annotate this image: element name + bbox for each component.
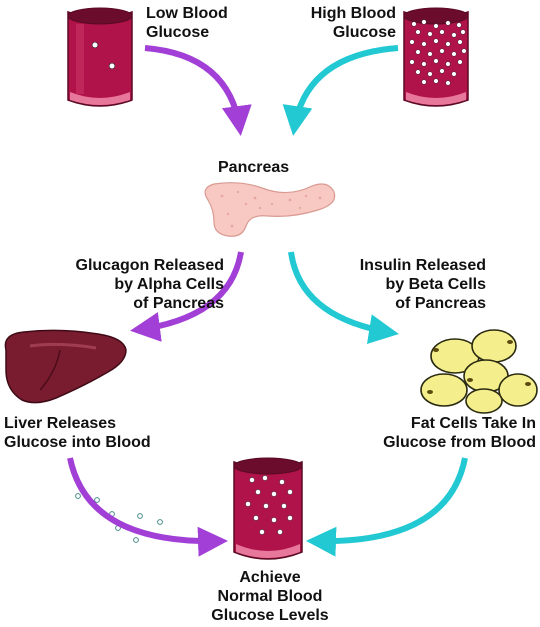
high-blood-glucose-vessel: [403, 7, 469, 107]
fat-line-1: Fat Cells Take In: [410, 415, 536, 432]
released-glucose-dots: [75, 493, 163, 543]
pancreas-label: Pancreas: [218, 158, 289, 177]
normal-line-3: Glucose Levels: [211, 607, 329, 624]
high-blood-glucose-label: High Blood Glucose: [290, 4, 396, 42]
low-blood-glucose-line-1: Low Blood: [146, 5, 228, 22]
fat-line-2: Glucose from Blood: [383, 434, 536, 451]
glucagon-line-3: of Pancreas: [133, 295, 224, 312]
liver-line-2: Glucose into Blood: [4, 434, 151, 451]
insulin-line-2: by Beta Cells: [314, 275, 487, 294]
liver-label: Liver Releases Glucose into Blood: [4, 414, 151, 452]
normal-blood-glucose-vessel: [233, 457, 303, 560]
glucagon-line-2: by Alpha Cells: [28, 275, 224, 294]
insulin-line-1: Insulin Released: [359, 257, 486, 274]
glucagon-by: by: [114, 276, 133, 293]
normal-line-1: Achieve: [239, 569, 301, 586]
arrow-fat-to-normal: [306, 457, 468, 557]
liver-organ: [4, 329, 127, 404]
high-blood-glucose-line-1: High Blood: [310, 5, 396, 22]
arrow-liver-to-normal: [67, 457, 228, 557]
insulin-by: by: [385, 276, 405, 293]
pancreas-organ: [204, 182, 336, 237]
glucagon-cells: Alpha Cells: [136, 276, 224, 293]
arrow-high-to-pancreas: [282, 45, 399, 136]
fat-cells-label: Fat Cells Take In Glucose from Blood: [340, 414, 536, 452]
fat-cells: [420, 329, 538, 414]
normal-line-2: Normal Blood: [217, 588, 323, 605]
glucagon-label: Glucagon Released by Alpha Cells of Panc…: [28, 256, 225, 313]
pancreas-text: Pancreas: [218, 159, 290, 176]
arrow-pancreas-to-liver: [130, 251, 244, 342]
glucagon-line-1: Glucagon Released: [75, 257, 225, 274]
low-blood-glucose-vessel: [67, 7, 133, 107]
low-blood-glucose-line-2: Glucose: [146, 24, 210, 41]
arrow-pancreas-to-fat: [288, 251, 399, 344]
normal-glucose-label: Achieve Normal Blood Glucose Levels: [200, 568, 340, 625]
insulin-line-3: of Pancreas: [395, 295, 486, 312]
high-blood-glucose-line-2: Glucose: [332, 24, 396, 41]
insulin-label: Insulin Released by Beta Cells of Pancre…: [314, 256, 486, 313]
arrow-low-to-pancreas: [144, 45, 252, 136]
insulin-cells: Beta Cells: [408, 276, 486, 293]
liver-line-1: Liver Releases: [4, 415, 117, 432]
low-blood-glucose-label: Low Blood Glucose: [146, 4, 228, 42]
